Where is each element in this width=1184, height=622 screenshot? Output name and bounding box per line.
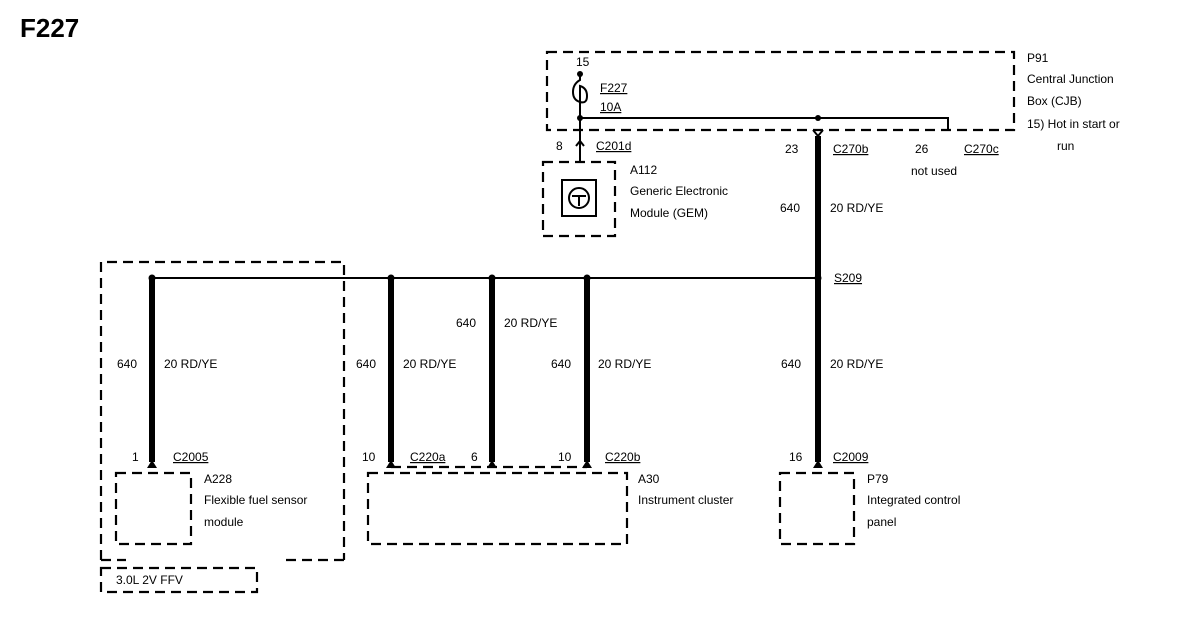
cjb-note-line2: run <box>1057 139 1074 153</box>
cluster-b-wire-spec: 20 RD/YE <box>598 357 651 371</box>
feed-pin: 23 <box>785 142 799 156</box>
feed-connector: C270b <box>833 142 869 156</box>
cluster-a-circuit: 640 <box>356 357 376 371</box>
cluster-connector-a: C220a <box>410 450 446 464</box>
ffs-arrow-icon <box>147 460 157 468</box>
cjb-name-line2: Box (CJB) <box>1027 94 1082 108</box>
ffs-box <box>114 471 193 546</box>
icp-name-line2: panel <box>867 515 896 529</box>
cluster-b-circuit: 640 <box>551 357 571 371</box>
cjb-bus-dot <box>815 115 821 121</box>
cluster-connector-b: C220b <box>605 450 641 464</box>
icp-box <box>778 471 856 546</box>
cluster-box <box>366 471 629 546</box>
unused-note: not used <box>911 164 957 178</box>
gem-module-icon <box>568 187 590 209</box>
ffv-label-box <box>99 566 259 594</box>
feed-circuit: 640 <box>780 201 800 215</box>
ffs-connector: C2005 <box>173 450 209 464</box>
gem-ref: A112 <box>630 163 657 177</box>
ffv-label: 3.0L 2V FFV <box>116 573 183 587</box>
cluster-pin-6: 6 <box>471 450 478 464</box>
ffs-name-line2: module <box>204 515 244 529</box>
gem-icon-frame <box>561 179 597 217</box>
icp-wire-spec: 20 RD/YE <box>830 357 883 371</box>
fuse-pin: 15 <box>576 55 590 69</box>
cjb-internal-bus <box>580 117 949 130</box>
ffv-region-box <box>99 260 346 562</box>
ffs-pin: 1 <box>132 450 139 464</box>
icp-circuit: 640 <box>781 357 801 371</box>
fuse-rating: 10A <box>600 100 621 114</box>
gem-name-line2: Module (GEM) <box>630 206 708 220</box>
ffs-name-line1: Flexible fuel sensor <box>204 493 307 507</box>
cluster-name: Instrument cluster <box>638 493 733 507</box>
gem-icon-detail <box>572 195 586 206</box>
cluster-a-wire-spec: 20 RD/YE <box>403 357 456 371</box>
cluster-pin-a: 10 <box>362 450 376 464</box>
icp-name-line1: Integrated control <box>867 493 960 507</box>
splice-label: S209 <box>834 271 862 285</box>
cjb-name-line1: Central Junction <box>1027 72 1114 86</box>
diagram-title: F227 <box>20 13 79 43</box>
fuse-symbol <box>571 74 589 118</box>
gem-connector-arrow-icon <box>575 139 585 152</box>
icp-ref: P79 <box>867 472 889 486</box>
icp-pin: 16 <box>789 450 803 464</box>
cluster-6-wire-spec: 20 RD/YE <box>504 316 557 330</box>
icp-connector: C2009 <box>833 450 869 464</box>
cjb-note-line1: 15) Hot in start or <box>1027 117 1120 131</box>
fuse-id: F227 <box>600 81 628 95</box>
gem-pin: 8 <box>556 139 563 153</box>
cluster-pin-b: 10 <box>558 450 572 464</box>
feed-wire-spec: 20 RD/YE <box>830 201 883 215</box>
ffs-circuit: 640 <box>117 357 137 371</box>
gem-name-line1: Generic Electronic <box>630 184 728 198</box>
icp-arrow-icon <box>813 460 823 468</box>
ffs-wire-spec: 20 RD/YE <box>164 357 217 371</box>
unused-connector: C270c <box>964 142 999 156</box>
cjb-ref: P91 <box>1027 51 1049 65</box>
gem-box <box>541 160 617 238</box>
cluster-6-circuit: 640 <box>456 316 476 330</box>
gem-connector: C201d <box>596 139 631 153</box>
cluster-ref: A30 <box>638 472 660 486</box>
cjb-box <box>545 50 1016 132</box>
ffs-ref: A228 <box>204 472 232 486</box>
unused-pin: 26 <box>915 142 929 156</box>
